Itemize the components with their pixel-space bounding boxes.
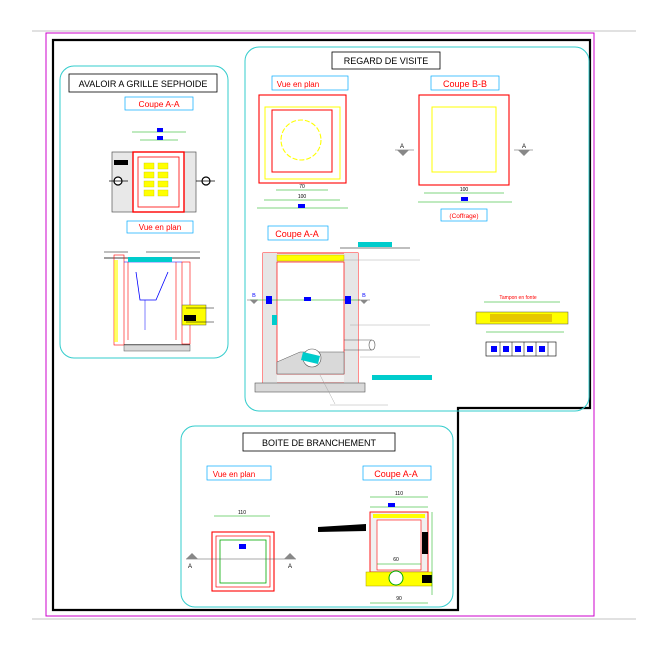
boite-plan-dim: 110 <box>238 510 246 516</box>
marker-a-left: A <box>400 144 404 150</box>
regard-manhole-cover <box>280 119 322 161</box>
avaloir-dim-tag-2 <box>157 136 163 140</box>
avaloir-grate-inner-border <box>137 156 180 208</box>
regard-section-aa-drawing <box>250 242 432 406</box>
boite-marker-left <box>186 553 198 559</box>
regard-bb-outer <box>418 94 510 186</box>
avaloir-label-bar <box>114 160 128 165</box>
boite-plan-outer <box>211 531 275 592</box>
regard-plan-yellow <box>264 106 341 180</box>
drawing-frame <box>51 38 592 612</box>
sheet-border <box>45 32 595 617</box>
section-marker-a-right <box>518 150 530 156</box>
regard-plan-label-box <box>271 75 349 91</box>
regard-aa-label: Coupe A-A <box>275 229 319 239</box>
regard-bb-label-box <box>430 75 500 91</box>
avaloir-dim-tag-1 <box>157 128 163 132</box>
avaloir-plan-label: Vue en plan <box>139 223 181 232</box>
regard-dim-inner: 70 <box>299 184 305 190</box>
panel-regard-border <box>244 46 590 412</box>
panel-boite: BOITE DE BRANCHEMENT Vue en plan Coupe A… <box>180 425 454 608</box>
boite-section-inner-dim: 60 <box>393 557 399 563</box>
boite-plan-label: Vue en plan <box>213 470 255 479</box>
regard-dim-tag <box>298 204 305 208</box>
regard-bb-dim: 100 <box>460 187 469 193</box>
avaloir-plan-label-box <box>126 220 194 234</box>
boite-plan-label-box <box>206 465 272 481</box>
regard-title: REGARD DE VISITE <box>344 56 429 66</box>
boite-section-top-dim: 110 <box>395 491 403 497</box>
boite-plan-inner <box>219 539 267 584</box>
tampon-label: Tampon en fonte <box>499 295 536 301</box>
avaloir-title: AVALOIR A GRILLE SEPHOIDE <box>79 79 208 89</box>
boite-marker-a-right: A <box>288 564 292 570</box>
avaloir-section-drawing <box>104 251 214 352</box>
marker-b-left: B <box>252 293 256 299</box>
regard-plan-inner <box>271 109 333 173</box>
boite-section-label-box <box>362 465 432 481</box>
regard-bb-label: Coupe B-B <box>443 79 487 89</box>
regard-coffrage-label: (Coffrage) <box>449 213 478 220</box>
regard-dim-outer: 100 <box>298 194 307 200</box>
boite-section-bottom-dim: 90 <box>396 596 402 602</box>
panel-boite-border <box>180 425 454 608</box>
boite-title-box <box>242 432 396 452</box>
avaloir-title-box <box>68 73 218 93</box>
boite-section-label: Coupe A-A <box>374 469 418 479</box>
section-marker-b-left <box>250 300 258 304</box>
section-marker-a-left <box>397 150 409 156</box>
regard-plan-label: Vue en plan <box>277 80 319 89</box>
regard-bb-inner <box>431 106 497 173</box>
boite-marker-a-left: A <box>188 564 192 570</box>
panel-avaloir: AVALOIR A GRILLE SEPHOIDE Coupe A-A Vue … <box>59 65 229 359</box>
panel-regard: REGARD DE VISITE Vue en plan 70 100 Coup… <box>244 46 590 412</box>
avaloir-section-label: Coupe A-A <box>138 99 179 109</box>
regard-aa-label-box <box>267 225 329 241</box>
avaloir-grate-bars <box>143 162 169 197</box>
regard-plan-outer <box>258 94 347 184</box>
avaloir-section-label-box <box>124 96 194 111</box>
marker-a-right: A <box>522 144 526 150</box>
boite-section-drawing <box>318 511 433 595</box>
panel-avaloir-border <box>59 65 229 359</box>
section-marker-b-right <box>360 300 368 304</box>
regard-title-box <box>331 51 441 70</box>
boite-marker-right <box>284 553 296 559</box>
regard-coffrage-box <box>440 208 488 222</box>
marker-b-right: B <box>362 293 366 299</box>
boite-title: BOITE DE BRANCHEMENT <box>262 438 377 448</box>
